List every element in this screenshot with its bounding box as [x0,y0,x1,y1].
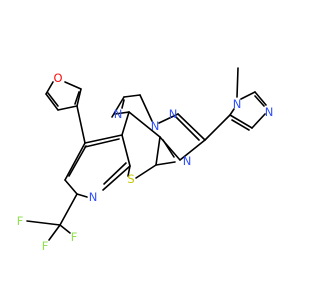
bond-45 [231,119,250,131]
bond-12 [64,179,78,195]
bond-40 [240,91,256,100]
bond-37 [162,139,175,158]
bond-24 [114,111,130,115]
bond-23 [135,164,157,179]
bond-5 [47,92,59,107]
bond-19 [59,224,71,234]
bond-39 [229,108,235,116]
bond-2 [57,105,78,111]
atom-triazole-n-bridge: N [151,119,160,133]
atom-pyrazole-n-methyl: N [233,97,242,111]
bond-18 [26,220,61,226]
atom-thiophene-sulfur: S [127,172,134,186]
bond-38 [204,114,231,141]
bond-20 [48,224,61,241]
bond-43 [229,114,253,129]
bond-41 [254,91,267,106]
bond-26 [123,94,141,98]
atom-pyrimidine-n: N [114,107,123,121]
bond-28 [121,99,125,109]
bond-4 [45,81,54,95]
bond-27 [139,94,153,122]
atom-fluorine-1: F [17,214,24,228]
bond-7 [76,105,86,144]
bond-31 [155,161,176,166]
bond-15 [103,162,127,185]
atom-pyrazole-n2: N [265,105,274,119]
bond-8 [84,134,123,144]
bond-30 [155,136,161,166]
bond-22 [127,165,131,177]
bond-25 [111,96,125,118]
molecule-structure: O N N N N N N S N F F F [17,67,274,253]
bond-34 [177,113,206,141]
atom-fluorine-3: F [42,239,49,253]
bond-14 [68,145,87,177]
bond-21 [121,111,130,136]
bond-16 [84,138,120,148]
bond-17 [59,193,78,226]
atom-fluorine-2: F [71,230,78,244]
bond-13 [64,142,86,181]
bond-46 [236,67,239,98]
bond-33 [179,139,206,161]
bond-layer [26,67,267,241]
atom-pyridine-n: N [89,190,98,204]
atom-triazole-n3: N [183,154,192,168]
atom-triazole-n1: N [169,107,178,121]
bond-42 [251,113,266,129]
bond-36 [175,116,200,141]
bond-1 [76,88,82,107]
bond-9 [121,134,131,167]
bond-0 [64,81,82,90]
bond-44 [254,95,265,107]
bond-11 [76,193,88,198]
bond-3 [45,93,59,111]
bond-29 [128,111,161,138]
bond-35 [158,113,179,124]
bond-10 [102,165,131,191]
bond-6 [74,91,80,105]
atom-furan-oxygen: O [53,71,62,85]
